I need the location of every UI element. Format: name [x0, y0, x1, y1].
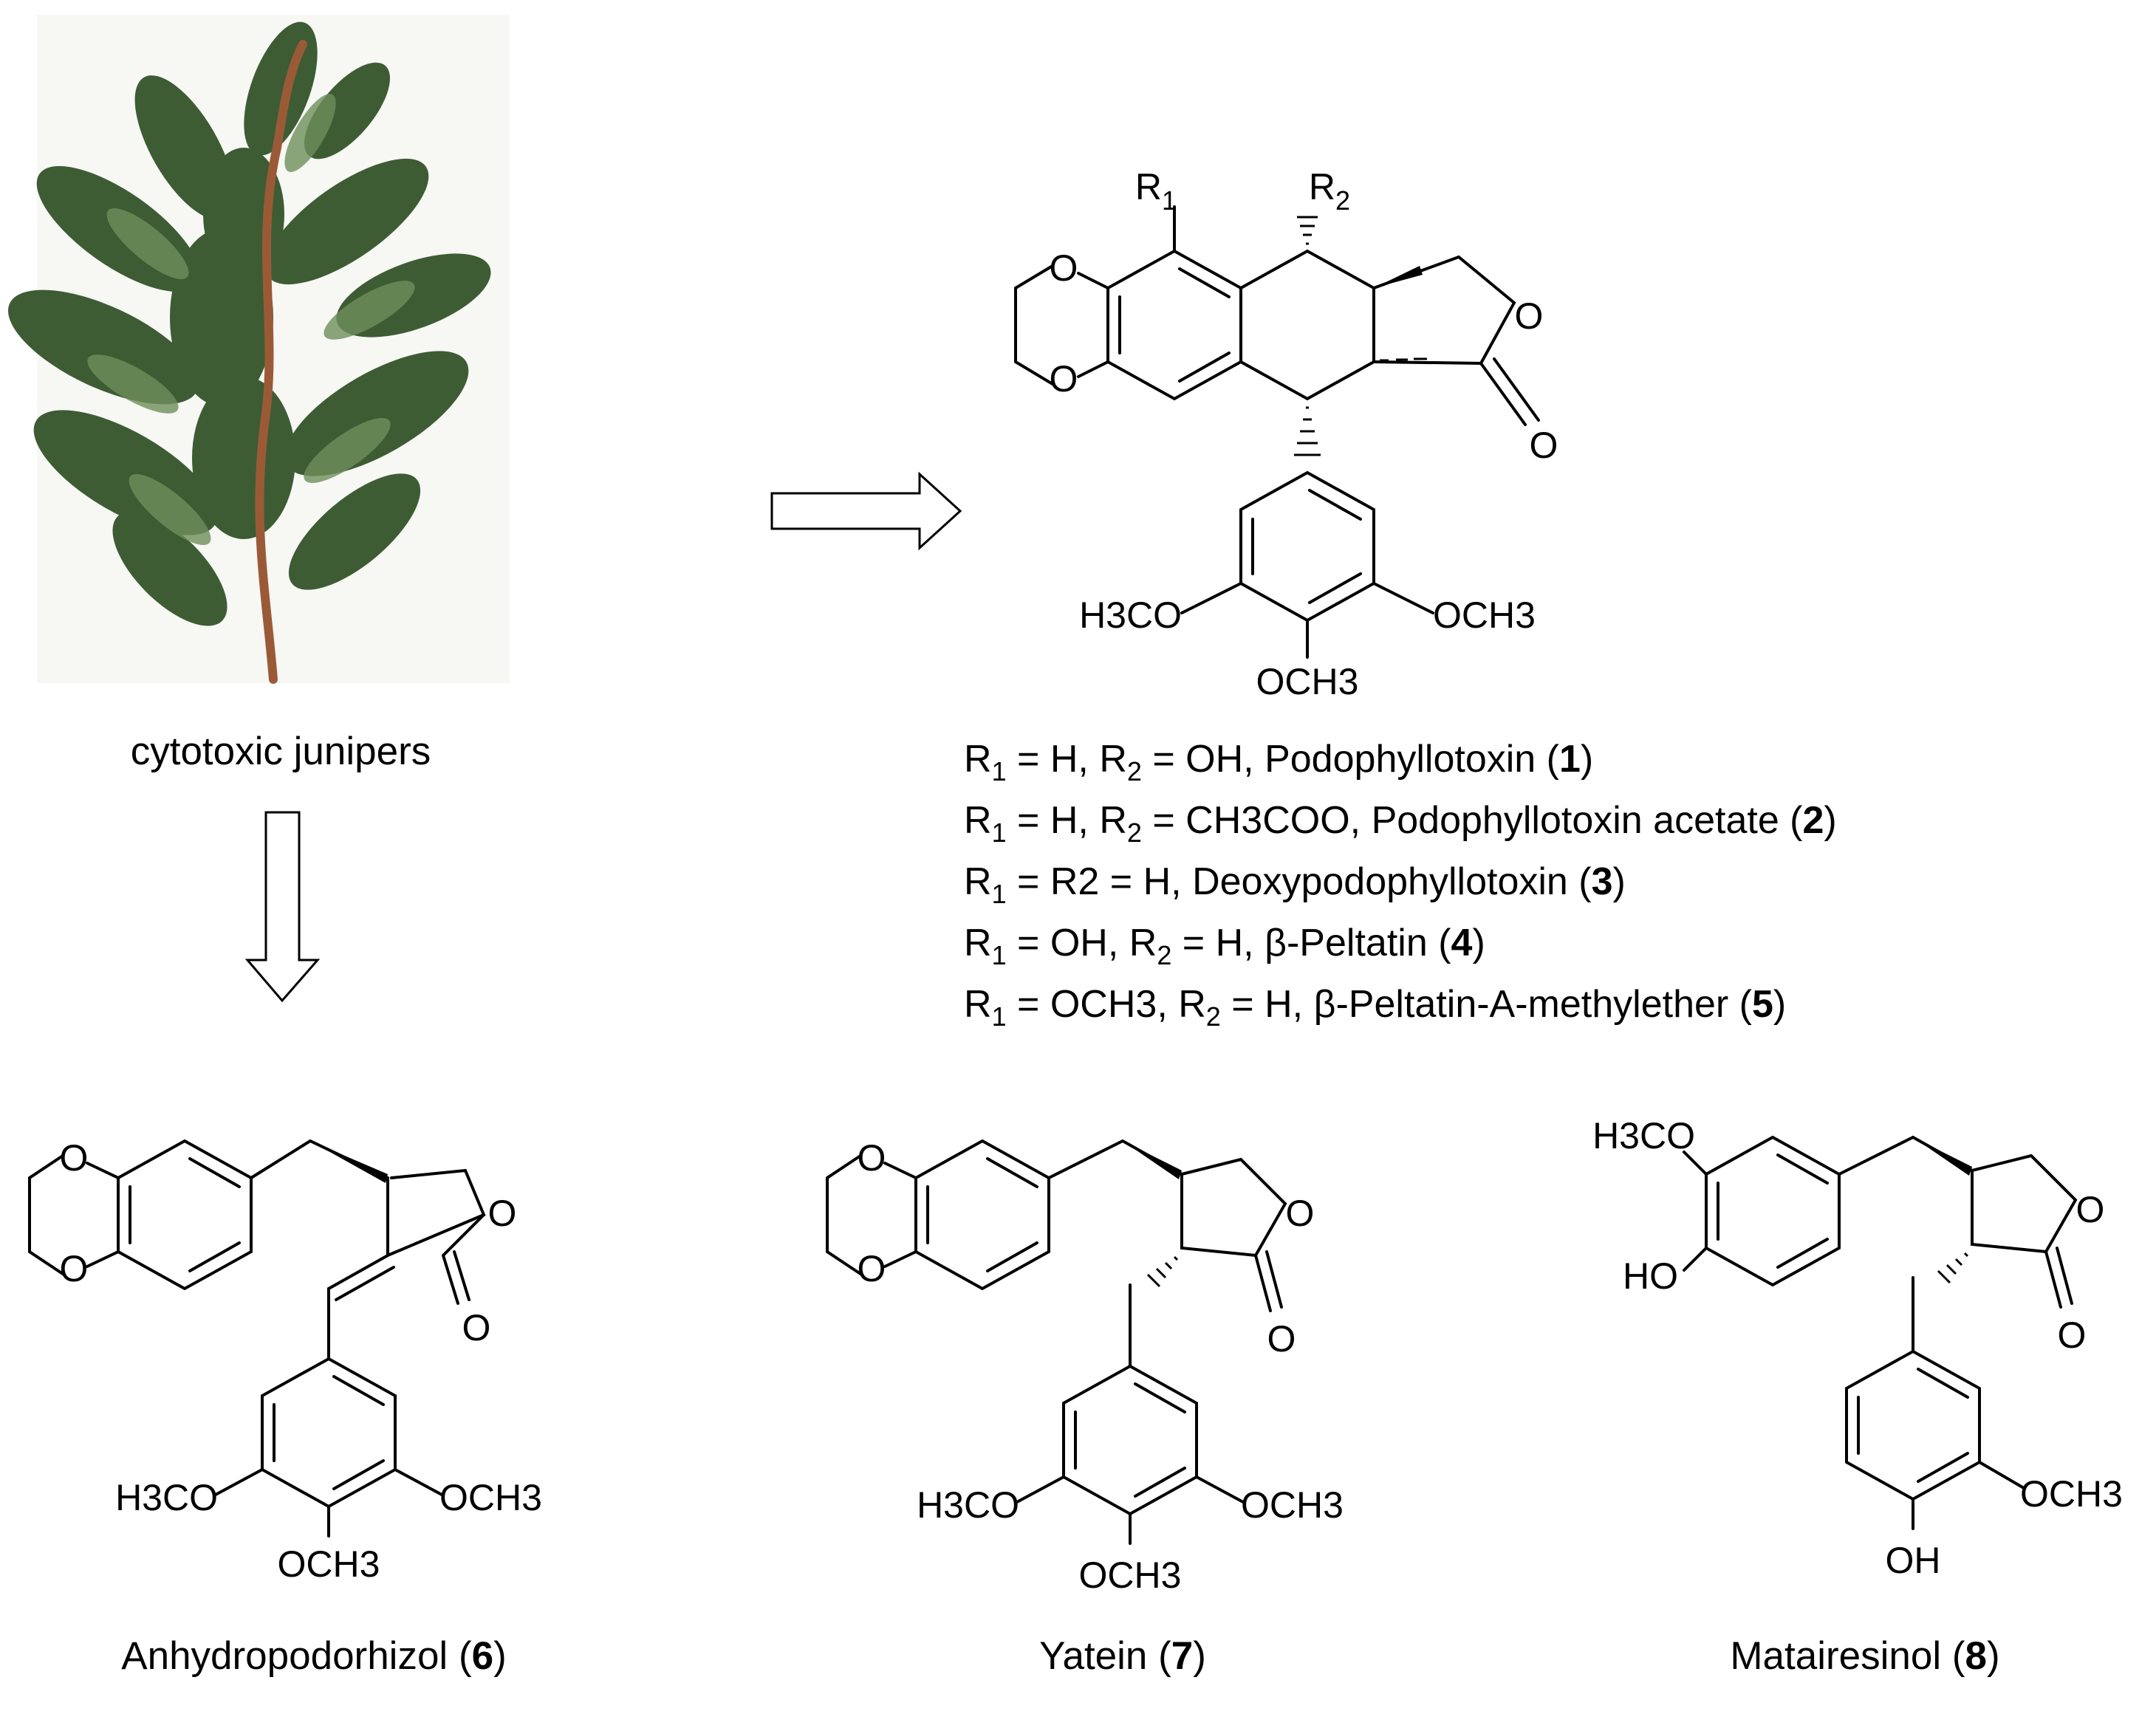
ring-oxygen-top: O	[1050, 247, 1078, 289]
compound-8-structure: H3CO HO O O OCH3 OH	[1592, 1115, 2123, 1581]
compound-6-structure: O O O O H3CO OCH3 OCH3	[28, 1137, 542, 1585]
compound-7-structure: O O O O H3CO OCH3 OCH3	[826, 1137, 1344, 1596]
r-group-line-5: R1 = OCH3, R2 = H, β-Peltatin-A-methylet…	[964, 983, 1786, 1032]
compound-6-carbonyl-oxygen: O	[462, 1307, 491, 1348]
compound-8-methoxy-bottom: OCH3	[2020, 1473, 2123, 1515]
main-stereo-bonds	[1294, 216, 1427, 456]
compound-6-oxygen-2: O	[60, 1248, 89, 1289]
ring-fusion-hashed-bond	[1380, 357, 1427, 362]
methylenedioxy-ring	[1014, 264, 1109, 385]
compound-6-caption: Anhydropodorhizol (6)	[121, 1634, 506, 1678]
compound-6-lactone-oxygen: O	[488, 1193, 517, 1234]
juniper-stem	[255, 40, 307, 684]
juniper-plant-image	[8, 15, 510, 684]
aryl-hashed-bond	[1294, 406, 1321, 456]
right-arrow	[770, 471, 962, 551]
compound-7-lactone-oxygen: O	[1286, 1193, 1315, 1234]
r2-label: R2	[1309, 166, 1350, 216]
compound-8-hydroxy-bottom: OH	[1886, 1540, 1941, 1581]
down-arrow	[244, 811, 321, 1003]
ring-a	[1106, 249, 1242, 401]
main-methoxy-bottom: OCH3	[1256, 661, 1359, 702]
ring-oxygen-bottom: O	[1050, 358, 1078, 400]
ring-b	[1239, 249, 1375, 401]
r-group-list: R1 = H, R2 = OH, Podophyllotoxin (1) R1 …	[964, 738, 1837, 1032]
compound-7-carbonyl-oxygen: O	[1267, 1318, 1296, 1360]
compound-8-lactone-oxygen: O	[2076, 1189, 2105, 1230]
compound-7-methoxy-left: H3CO	[917, 1484, 1019, 1526]
compound-8-hydroxy-top: HO	[1623, 1255, 1678, 1297]
compound-7-methoxy-bottom: OCH3	[1079, 1554, 1182, 1596]
compound-8-methoxy-top: H3CO	[1592, 1115, 1695, 1156]
r-group-line-3: R1 = R2 = H, Deoxypodophyllotoxin (3)	[964, 860, 1626, 909]
r-group-line-1: R1 = H, R2 = OH, Podophyllotoxin (1)	[964, 738, 1593, 786]
compound-8-carbonyl-oxygen: O	[2058, 1314, 2087, 1356]
compound-7-oxygen-1: O	[858, 1137, 886, 1179]
lactone-oxygen: O	[1515, 295, 1544, 337]
compound-7-caption: Yatein (7)	[1039, 1634, 1206, 1678]
compound-6-oxygen-1: O	[60, 1137, 89, 1179]
r-group-line-4: R1 = OH, R2 = H, β-Peltatin (4)	[964, 922, 1485, 970]
compound-6-methoxy-bottom: OCH3	[278, 1543, 380, 1585]
plant-caption: cytotoxic junipers	[131, 730, 431, 773]
compound-6-methoxy-right: OCH3	[439, 1477, 542, 1518]
r-group-line-2: R1 = H, R2 = CH3COO, Podophyllotoxin ace…	[964, 799, 1837, 848]
r1-label: R1	[1135, 166, 1177, 216]
compound-6-methoxy-left: H3CO	[115, 1477, 218, 1518]
compound-7-oxygen-2: O	[858, 1248, 886, 1289]
compound-8-caption: Matairesinol (8)	[1730, 1634, 1999, 1678]
lactone-ring	[1372, 255, 1516, 366]
podophyllotoxin-core-structure	[1014, 205, 1540, 659]
main-methoxy-right: OCH3	[1433, 594, 1536, 636]
r2-hashed-bond	[1297, 216, 1318, 245]
trimethoxyphenyl-ring	[1239, 470, 1375, 623]
juniper-foliage-highlights	[87, 94, 415, 546]
compound-7-methoxy-right: OCH3	[1241, 1484, 1344, 1526]
main-methoxy-left: H3CO	[1079, 594, 1182, 636]
carbonyl-oxygen: O	[1530, 425, 1558, 466]
